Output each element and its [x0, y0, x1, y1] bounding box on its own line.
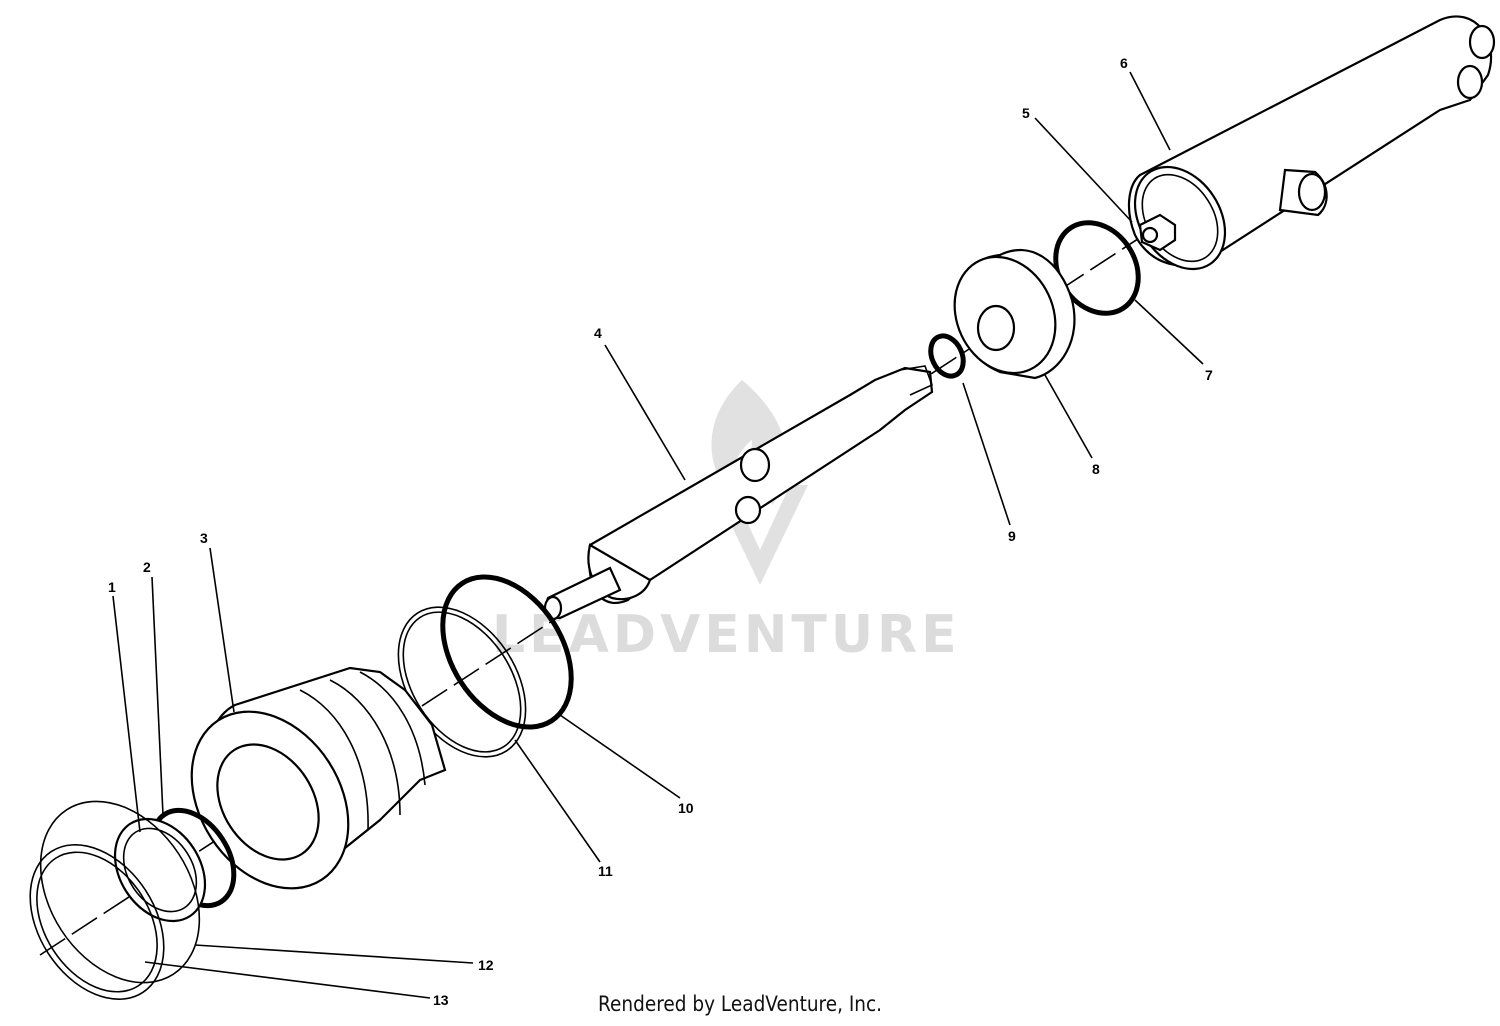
footer-credit: Rendered by LeadVenture, Inc. — [598, 992, 883, 1016]
part-12-ring — [39, 800, 201, 984]
part-6-cylinder-barrel — [1127, 15, 1496, 271]
part-5-nut — [1138, 213, 1177, 252]
callout-1: 1 — [108, 579, 116, 595]
part-9-o-ring — [928, 333, 966, 379]
callout-3: 3 — [200, 530, 208, 546]
callout-5: 5 — [1022, 105, 1030, 121]
callout-12: 12 — [478, 957, 494, 973]
part-11-backup-ring-inner — [402, 611, 522, 753]
callout-6: 6 — [1120, 55, 1128, 71]
callout-8: 8 — [1092, 461, 1100, 477]
leader-lines — [112, 71, 1204, 999]
part-1-wiper — [113, 817, 207, 923]
callout-labels: 1 2 3 4 5 6 7 8 9 10 11 12 13 — [108, 55, 1213, 1008]
part-13-ring-inner — [36, 851, 158, 993]
callout-9: 9 — [1008, 528, 1016, 544]
part-3-gland — [190, 666, 447, 890]
callout-4: 4 — [594, 325, 602, 341]
callout-10: 10 — [678, 800, 694, 816]
callout-11: 11 — [598, 863, 613, 879]
callout-2: 2 — [143, 559, 151, 575]
part-8-piston — [953, 249, 1076, 380]
callout-7: 7 — [1205, 367, 1213, 383]
part-13-ring — [29, 843, 165, 1001]
callout-13: 13 — [433, 992, 449, 1008]
part-10-o-ring — [440, 574, 574, 730]
part-4-piston-rod — [543, 365, 934, 621]
